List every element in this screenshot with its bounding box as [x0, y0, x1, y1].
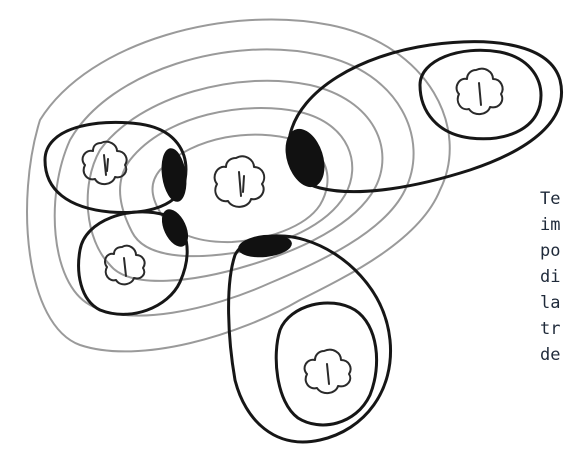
side-text-line: di: [540, 264, 560, 290]
side-text-line: la: [540, 290, 560, 316]
doodle-right-icon: [457, 69, 503, 114]
side-text-line: tr: [540, 316, 560, 342]
right-lobe: [289, 42, 562, 192]
doodle-bottom-icon: [305, 350, 351, 393]
side-text-line: im: [540, 212, 560, 238]
bottom-lobe: [229, 236, 391, 442]
doodle-left-upper-icon: [83, 142, 127, 184]
side-text-line: Te: [540, 186, 560, 212]
junction-right: [279, 124, 332, 192]
side-text-line: po: [540, 238, 560, 264]
doodles: [83, 69, 503, 393]
doodle-center-icon: [215, 156, 265, 207]
ink-lobes: [45, 42, 562, 442]
side-text-line: de: [540, 342, 560, 368]
side-text-column: Te im po di la tr de: [540, 186, 560, 368]
